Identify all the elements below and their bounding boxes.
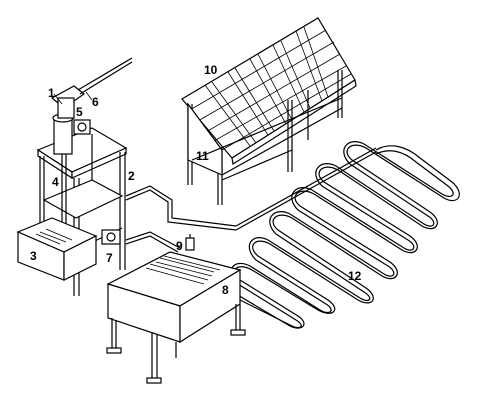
- label-3: 3: [30, 249, 37, 263]
- callout-labels: 1 5 6 4 2 3 7 9 8 10 11 12: [30, 63, 362, 297]
- label-7: 7: [106, 251, 113, 265]
- serpentine-coil: [230, 141, 460, 329]
- label-12: 12: [348, 269, 362, 283]
- label-4: 4: [52, 175, 59, 189]
- pipe-network: [101, 147, 377, 253]
- panel-support-frame: [187, 70, 343, 205]
- label-5: 5: [76, 105, 83, 119]
- solar-panel-array: [181, 17, 357, 165]
- label-6: 6: [92, 95, 99, 109]
- water-tank-8: [106, 251, 246, 384]
- label-10: 10: [204, 63, 218, 77]
- label-1: 1: [48, 86, 55, 100]
- water-tank-3: [16, 217, 98, 281]
- label-8: 8: [222, 283, 229, 297]
- pump-tower-frame: [36, 127, 128, 296]
- label-11: 11: [196, 149, 209, 163]
- label-9: 9: [176, 239, 183, 253]
- label-2: 2: [128, 169, 135, 183]
